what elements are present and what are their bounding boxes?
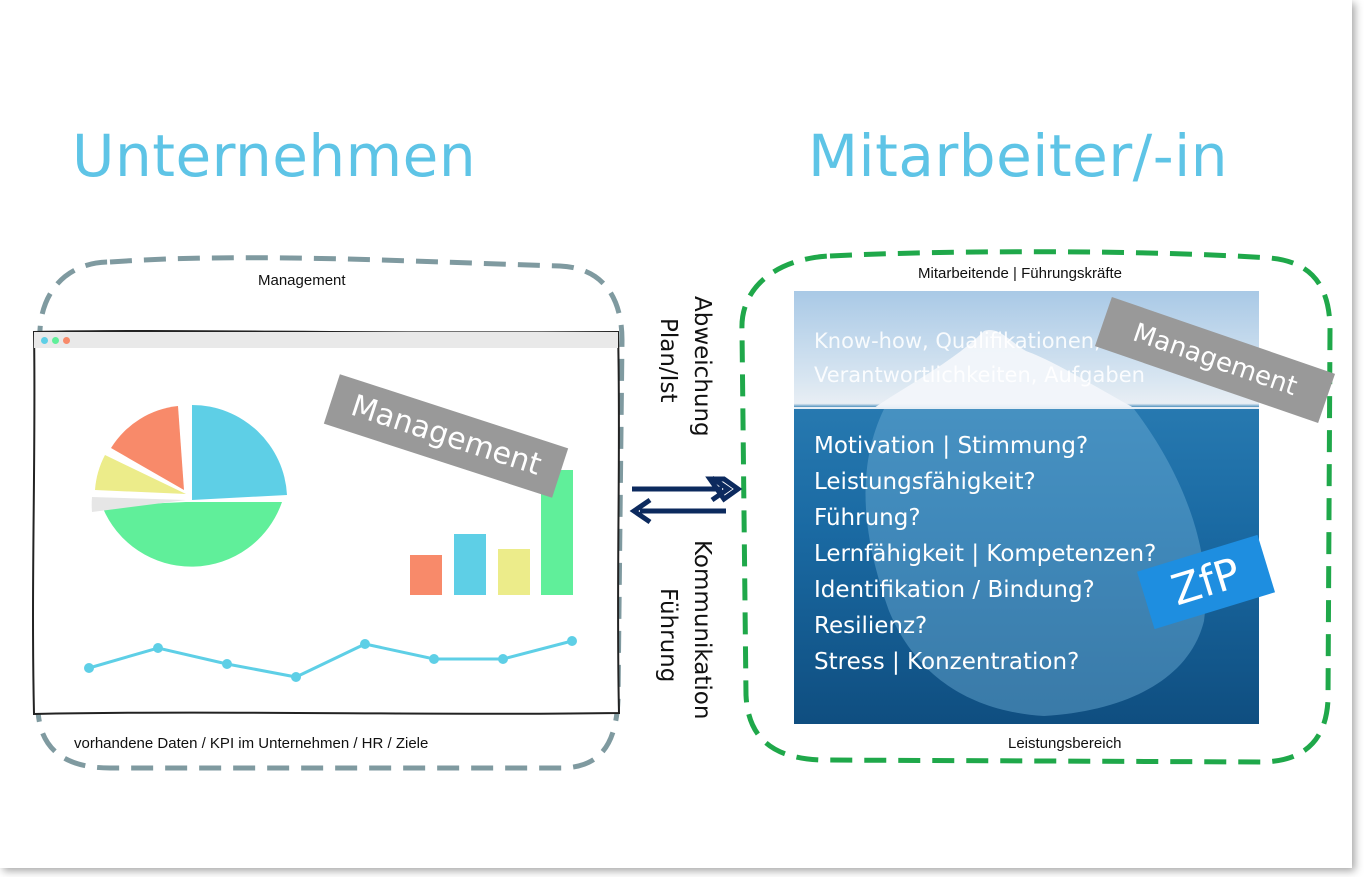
window-titlebar [34,332,618,348]
iceberg-text-below: Leistungsfähigkeit? [814,469,1036,495]
caption-management: Management [258,272,346,289]
label-plan-ist: Plan/Ist [655,318,681,403]
dashboard-illustration [32,330,620,715]
iceberg-text-below: Identifikation / Bindung? [814,577,1095,603]
iceberg-text-below: Lernfähigkeit | Kompetenzen? [814,541,1157,567]
exchange-arrows [629,475,743,525]
iceberg-text-above: Verantwortlichkeiten, Aufgaben [814,363,1145,387]
heading-mitarbeiter: Mitarbeiter/-in [808,122,1229,190]
window-dot-icon [52,337,59,344]
pie-chart-icon [91,404,287,567]
iceberg-text-below: Stress | Konzentration? [814,649,1080,675]
iceberg-text-above: Know-how, Qualifikationen, [814,329,1101,353]
label-abweichung: Abweichung [689,296,715,437]
iceberg-text-below: Führung? [814,505,921,531]
bar-chart-icon [410,470,573,595]
iceberg-text-below: Resilienz? [814,613,928,639]
caption-kpi: vorhandene Daten / KPI im Unternehmen / … [74,735,429,752]
iceberg-text-below: Motivation | Stimmung? [814,433,1089,459]
window-dot-icon [41,337,48,344]
label-fuehrung: Führung [655,588,681,683]
caption-performance: Leistungsbereich [1008,735,1122,752]
iceberg-underwater [865,409,1206,716]
caption-staff: Mitarbeitende | Führungskräfte [918,265,1123,282]
line-chart-icon [84,636,577,682]
heading-unternehmen: Unternehmen [72,122,477,190]
right-dashed-frame [739,249,1333,765]
window-dot-icon [63,337,70,344]
label-kommunikation: Kommunikation [689,540,715,720]
iceberg-tip [874,330,1134,408]
